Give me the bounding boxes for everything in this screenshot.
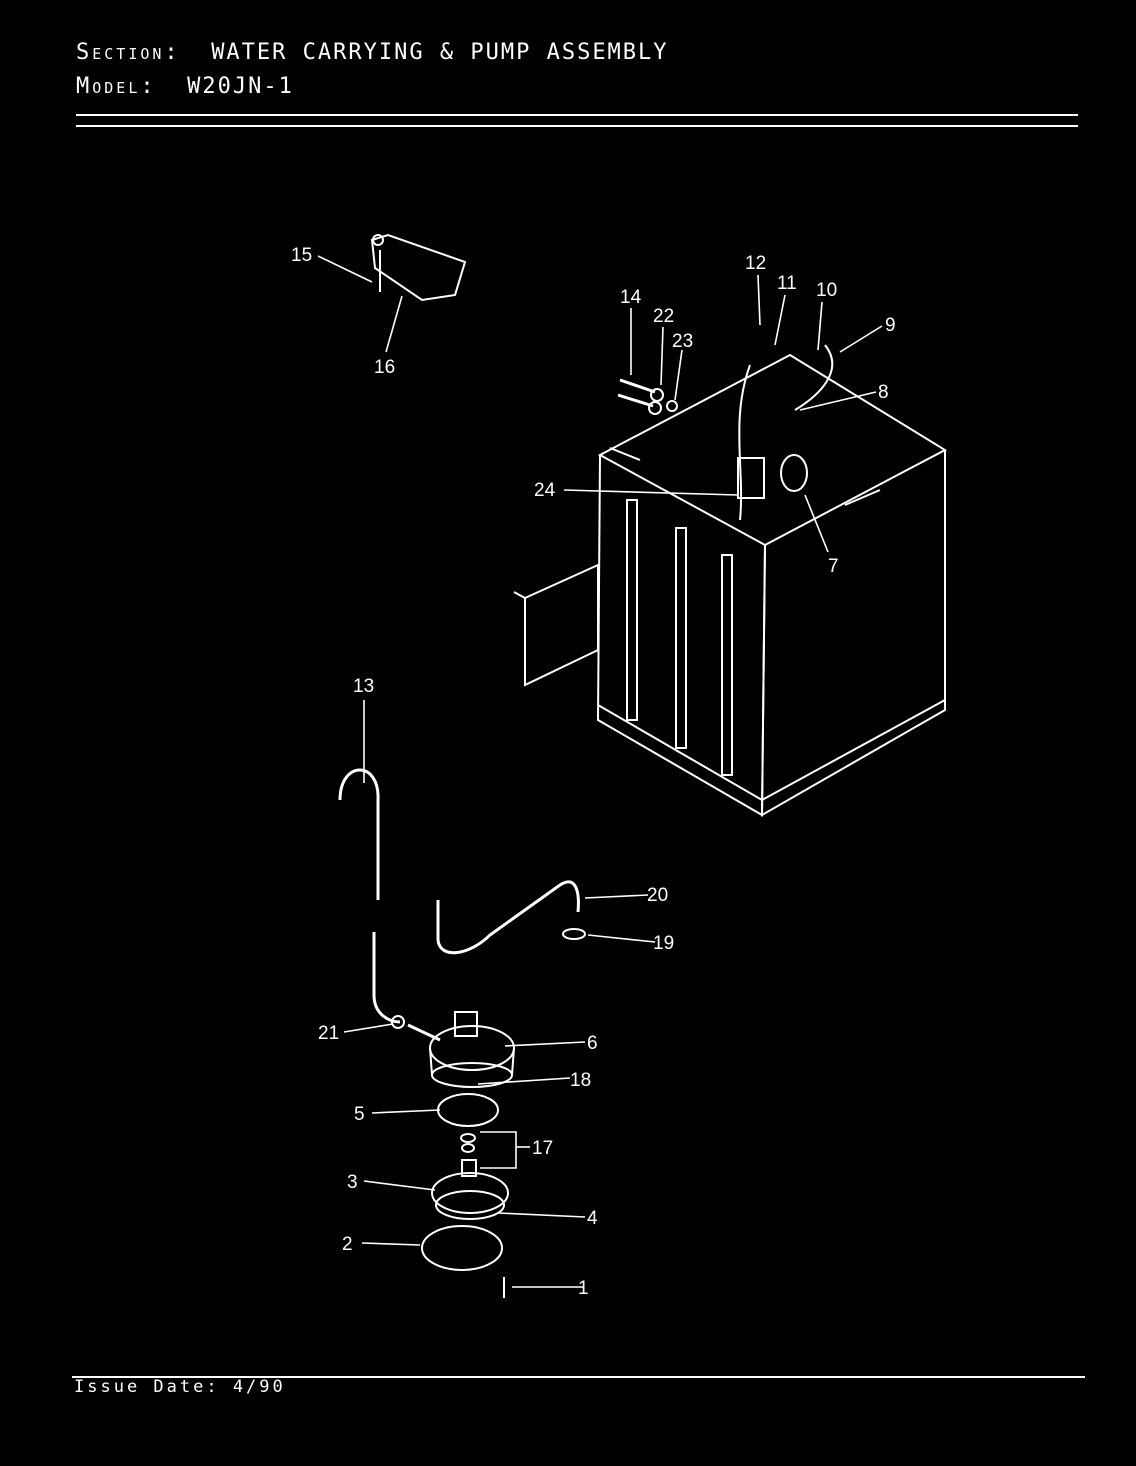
washer-cabinet — [513, 344, 948, 817]
callout-6: 6 — [587, 1033, 598, 1054]
callout-18: 18 — [570, 1070, 591, 1091]
callout-4: 4 — [587, 1208, 598, 1229]
callout-3: 3 — [347, 1172, 358, 1193]
gasket — [421, 1225, 503, 1271]
pump-hose-20 — [436, 880, 580, 955]
callout-24: 24 — [534, 480, 556, 501]
callout-5: 5 — [354, 1104, 365, 1125]
pump-body — [391, 1011, 515, 1088]
bracket-assembly — [370, 233, 467, 302]
section-key: Section: — [76, 40, 181, 65]
callout-22: 22 — [653, 306, 674, 327]
callout-labels: 1 2 3 4 5 6 7 8 9 10 11 12 13 14 15 16 1… — [291, 245, 896, 1299]
callout-13: 13 — [353, 676, 374, 697]
pump-cover — [431, 1159, 509, 1220]
fill-connectors — [617, 378, 678, 415]
callout-23: 23 — [672, 331, 693, 352]
footer-rule — [72, 1376, 1085, 1378]
leader-lines — [317, 255, 883, 1288]
section-title: Section: WATER CARRYING & PUMP ASSEMBLY — [76, 40, 669, 65]
header-rule-top — [76, 114, 1078, 116]
clamp-19 — [562, 928, 586, 940]
issue-date: Issue Date: 4/90 — [74, 1377, 286, 1397]
section-value: WATER CARRYING & PUMP ASSEMBLY — [211, 40, 669, 65]
model-key: Model: — [76, 74, 157, 99]
callout-16: 16 — [374, 357, 395, 378]
callout-19: 19 — [653, 933, 674, 954]
drain-hose-13 — [338, 768, 380, 900]
header-rule-bottom — [76, 125, 1078, 127]
callout-17: 17 — [532, 1138, 553, 1159]
callout-12: 12 — [745, 253, 766, 274]
model-value: W20JN-1 — [187, 74, 294, 99]
callout-8: 8 — [878, 382, 889, 403]
callout-21: 21 — [318, 1023, 339, 1044]
callout-2: 2 — [342, 1234, 353, 1255]
callout-1: 1 — [578, 1278, 589, 1299]
callout-20: 20 — [647, 885, 668, 906]
drain-hose-13-lower — [372, 932, 401, 1024]
callout-10: 10 — [816, 280, 837, 301]
callout-15: 15 — [291, 245, 312, 266]
callout-7: 7 — [828, 556, 839, 577]
callout-11: 11 — [777, 273, 797, 294]
callout-9: 9 — [885, 315, 896, 336]
impeller — [437, 1093, 499, 1153]
model-title: Model: W20JN-1 — [76, 74, 294, 99]
callout-14: 14 — [620, 287, 642, 308]
